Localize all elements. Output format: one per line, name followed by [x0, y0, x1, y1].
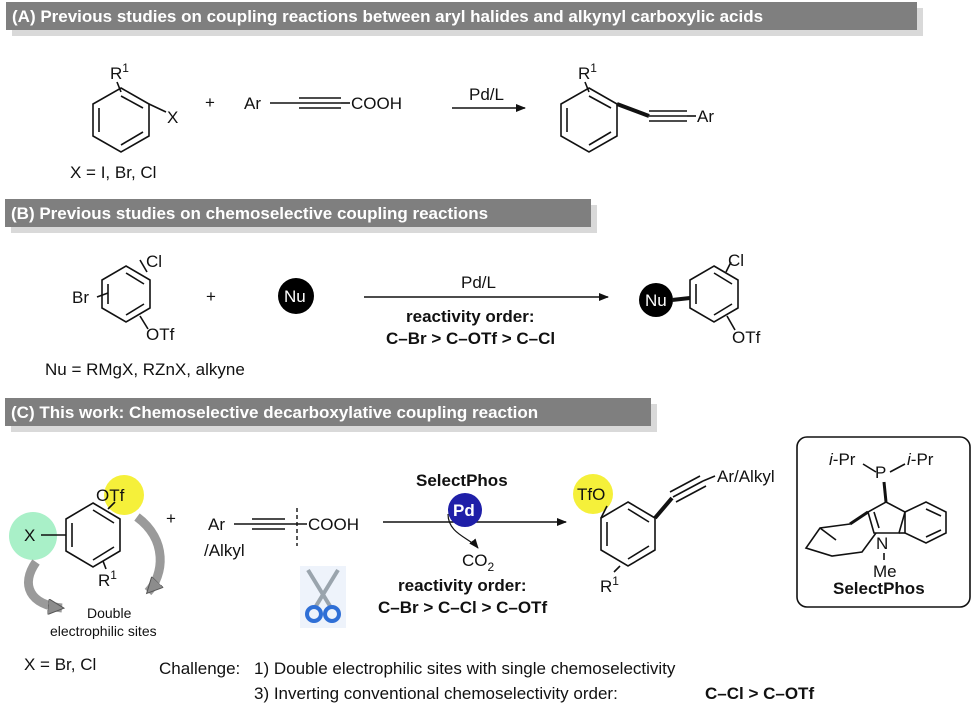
selectphos-n: N: [876, 534, 888, 553]
section-a-banner: (A) Previous studies on coupling reactio…: [6, 2, 923, 36]
scheme-b-reaction-arrow: Pd/L reactivity order: C–Br > C–OTf > C–…: [364, 273, 609, 348]
challenge-block: Challenge: 1) Double electrophilic sites…: [159, 659, 814, 703]
scheme-a-x-label: X: [167, 108, 178, 127]
scheme-c-product-tfo: TfO: [577, 485, 605, 504]
section-c-title: (C) This work: Chemoselective decarboxyl…: [11, 403, 538, 422]
challenge-prefix: Challenge:: [159, 659, 240, 678]
scheme-b-cl: Cl: [146, 252, 162, 271]
scheme-c-plus: +: [166, 509, 176, 528]
scheme-c-otf: OTf: [96, 486, 125, 505]
otf-highlight: [104, 475, 144, 515]
scheme-b-otf: OTf: [146, 325, 175, 344]
selectphos-structure-box: i-Pr P i-Pr N Me SelectPhos: [796, 436, 971, 608]
selectphos-p: P: [875, 463, 886, 482]
scheme-b-product-otf: OTf: [732, 328, 761, 347]
scheme-a-product-r1: R1: [578, 61, 597, 83]
scheme-c-r1: R1: [98, 568, 117, 590]
scheme-a-alkynyl-acid: Ar COOH: [244, 94, 402, 113]
scheme-a-catalyst: Pd/L: [469, 85, 504, 104]
scissors-icon: [300, 566, 346, 628]
x-highlight: [9, 512, 57, 560]
scheme-b-catalyst: Pd/L: [461, 273, 496, 292]
scheme-b-product-cl: Cl: [728, 251, 744, 270]
challenge-3-order: C–Cl > C–OTf: [705, 684, 814, 703]
scheme-c-substrate: OTf X R1 Double electrophilic sites X = …: [9, 475, 165, 674]
scheme-b-nu-definition: Nu = RMgX, RZnX, alkyne: [45, 360, 245, 379]
scheme-c-acid-ar: Ar: [208, 515, 225, 534]
pd-catalyst: [448, 493, 482, 527]
scheme-b-order: C–Br > C–OTf > C–Cl: [386, 329, 555, 348]
section-a-title: (A) Previous studies on coupling reactio…: [12, 7, 763, 26]
scheme-a-product: R1 Ar: [560, 61, 714, 153]
scheme-c-pd: Pd: [453, 501, 475, 520]
scheme-b-product: Nu Cl OTf: [639, 251, 761, 347]
scheme-a-reaction-arrow: Pd/L: [452, 85, 526, 112]
scheme-a-r1: R1: [110, 61, 129, 83]
scheme-c-double-line1: Double: [87, 605, 132, 621]
challenge-3: 3) Inverting conventional chemoselectivi…: [254, 684, 618, 703]
scheme-b-nucleophile: Nu: [278, 278, 314, 314]
scheme-c-reaction-arrow: SelectPhos Pd CO2 reactivity order: C–Br…: [378, 471, 567, 617]
scheme-a-aryl-halide: R1 X X = I, Br, Cl: [70, 61, 178, 182]
scheme-a-acid-cooh: COOH: [351, 94, 402, 113]
section-b-title: (B) Previous studies on chemoselective c…: [11, 204, 488, 223]
scheme-c-x: X: [24, 526, 35, 545]
x-site-arrow: [24, 559, 62, 608]
scheme-c-product-r1: R1: [600, 574, 619, 596]
scheme-c-ligand: SelectPhos: [416, 471, 508, 490]
tfo-highlight: [573, 474, 613, 514]
scheme-c-x-definition: X = Br, Cl: [24, 655, 96, 674]
scheme-c-product-aralkyl: Ar/Alkyl: [717, 467, 775, 486]
scheme-c-acid-alkyl: /Alkyl: [204, 541, 245, 560]
selectphos-me: Me: [873, 562, 897, 581]
selectphos-name: SelectPhos: [833, 579, 925, 598]
scheme-c-co2: CO2: [462, 551, 495, 574]
scheme-a-acid-ar: Ar: [244, 94, 261, 113]
scheme-c-order: C–Br > C–Cl > C–OTf: [378, 598, 547, 617]
section-c-banner: (C) This work: Chemoselective decarboxyl…: [5, 398, 657, 432]
scheme-c-acid-cooh: COOH: [308, 515, 359, 534]
challenge-1: 1) Double electrophilic sites with singl…: [254, 659, 676, 678]
scheme-b-br: Br: [72, 288, 89, 307]
scheme-a-plus: +: [205, 93, 215, 112]
scheme-b-plus: +: [206, 287, 216, 306]
scheme-b-nu: Nu: [284, 287, 306, 306]
scheme-c-product: TfO Ar/Alkyl R1: [573, 467, 775, 596]
scheme-b-substrate: Cl Br OTf Nu = RMgX, RZnX, alkyne: [45, 252, 245, 379]
scheme-a-x-definition: X = I, Br, Cl: [70, 163, 156, 182]
scheme-b-order-title: reactivity order:: [406, 307, 535, 326]
scheme-c-alkynyl-acid: Ar /Alkyl COOH: [204, 508, 359, 560]
scheme-b-product-nu: Nu: [645, 291, 667, 310]
section-b-banner: (B) Previous studies on chemoselective c…: [5, 199, 597, 233]
scheme-c-order-title: reactivity order:: [398, 576, 527, 595]
scheme-c-double-line2: electrophilic sites: [50, 623, 157, 639]
selectphos-ipr-right: i-Pr: [907, 450, 934, 469]
selectphos-ipr-left: i-Pr: [829, 450, 856, 469]
otf-site-arrow: [134, 513, 165, 596]
scheme-a-product-ar: Ar: [697, 107, 714, 126]
